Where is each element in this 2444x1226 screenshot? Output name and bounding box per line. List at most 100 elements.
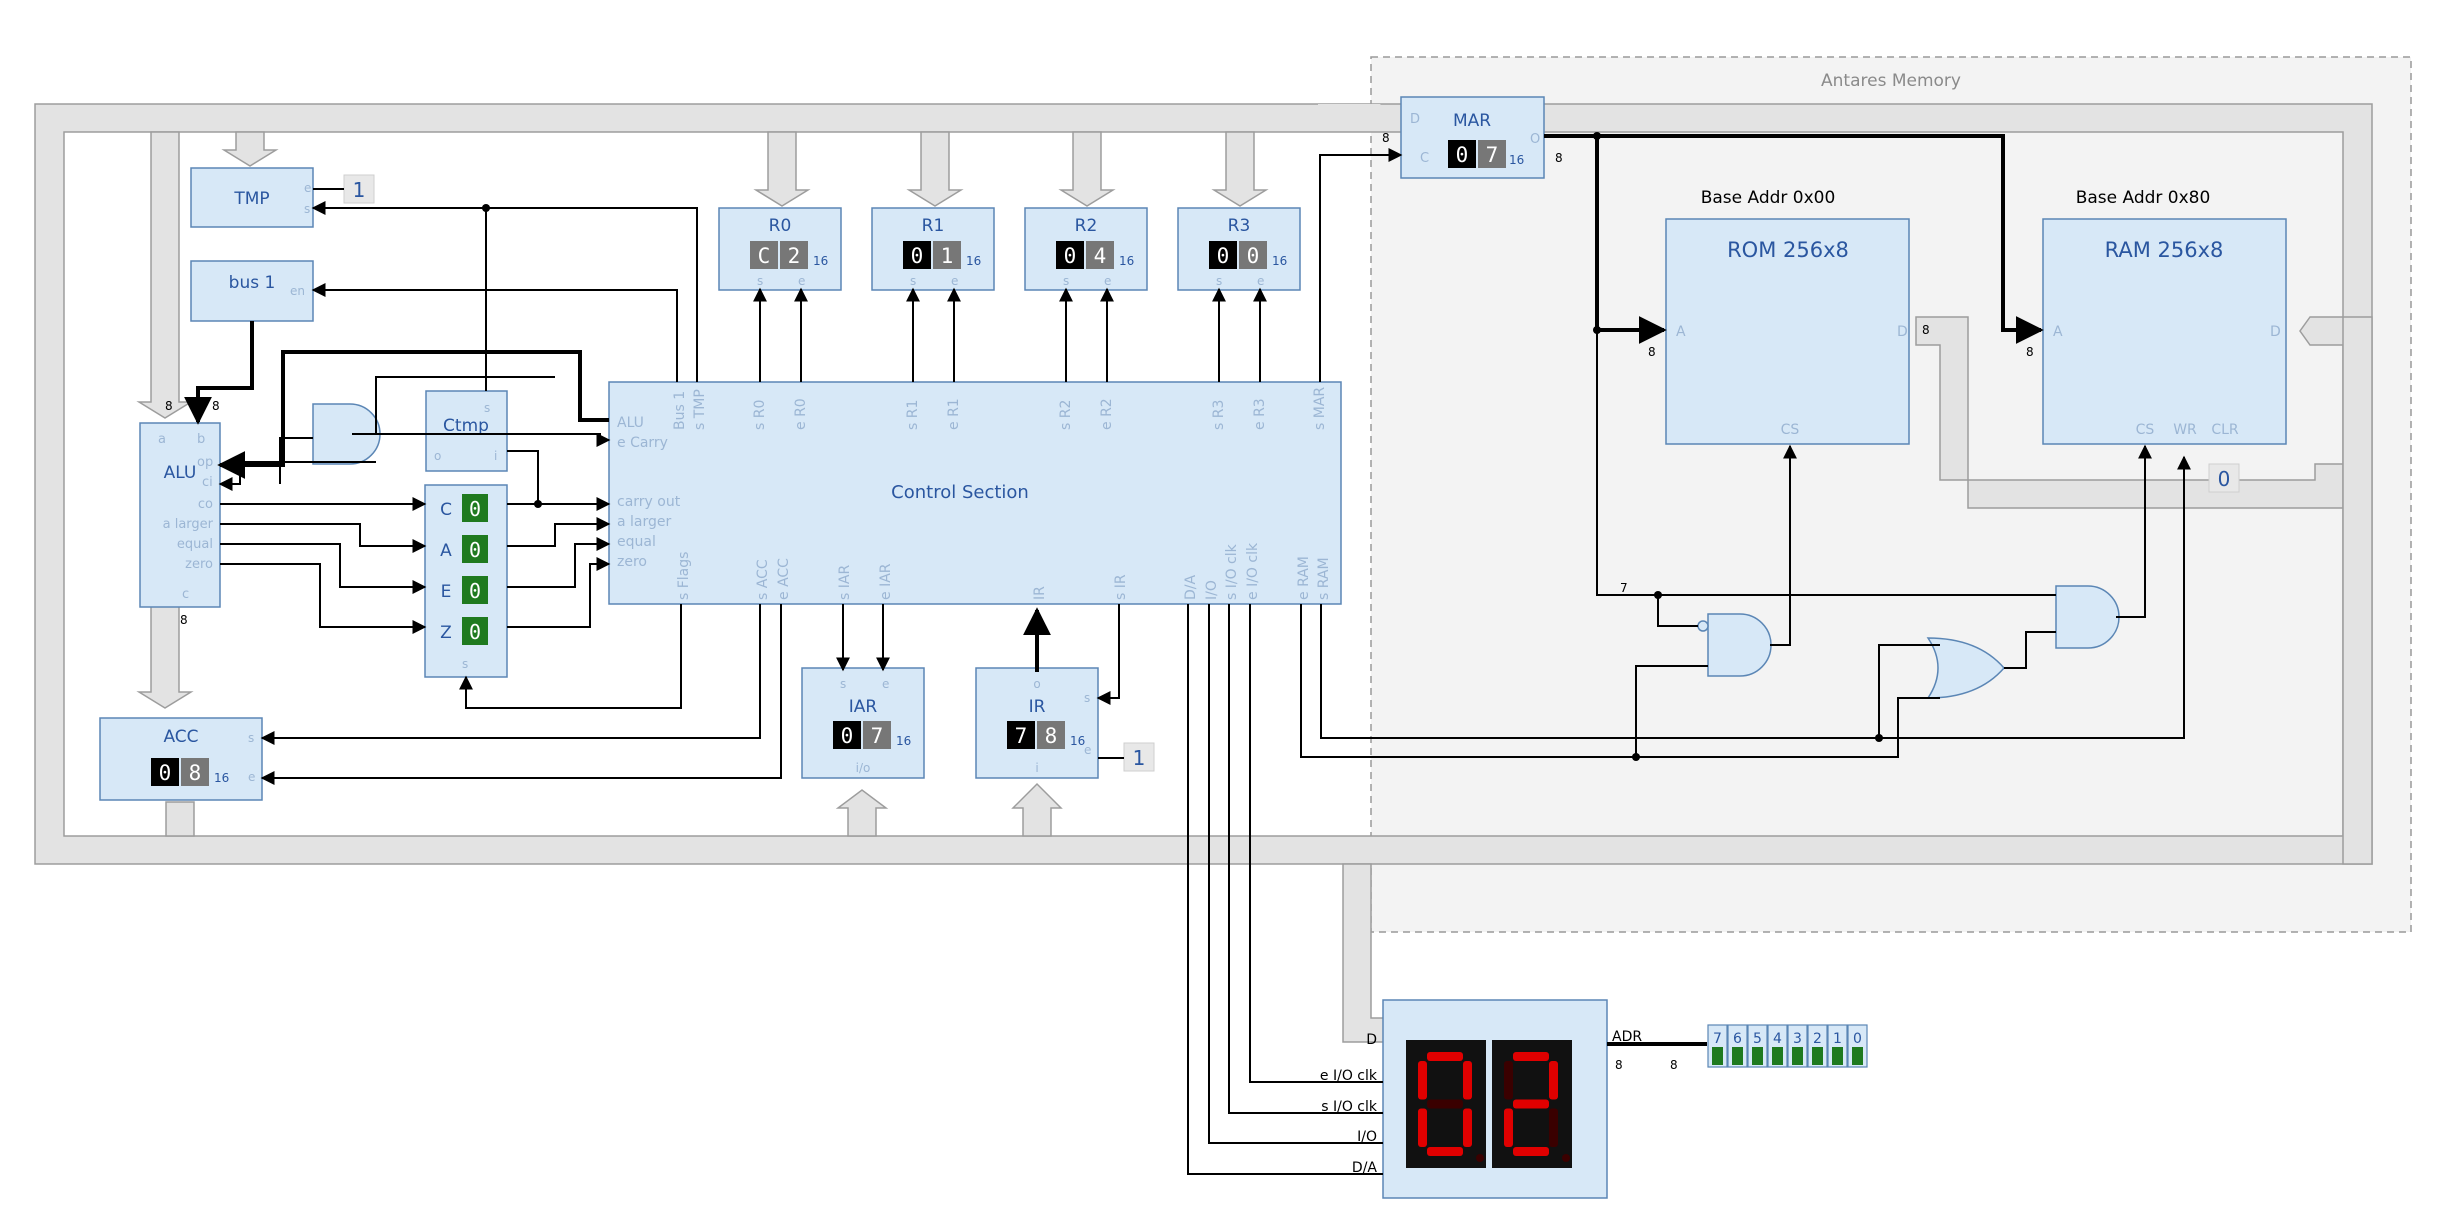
flag-box-e xyxy=(462,576,488,604)
width-rom-d: 8 xyxy=(1922,323,1930,337)
r1-base: 16 xyxy=(966,254,981,268)
io-display-block[interactable]: D e I/O clk s I/O clk I/O D/A ADR xyxy=(1320,999,1642,1199)
ir-label: IR xyxy=(1029,697,1046,717)
ram-block[interactable]: Base Addr 0x80 RAM 256x8 A D CS WR CLR xyxy=(2042,188,2287,445)
ir-pin-e: e xyxy=(1084,743,1091,757)
flag-box-a xyxy=(462,535,488,563)
r1-label: R1 xyxy=(922,216,945,236)
acc-digit-box-0 xyxy=(151,758,179,786)
ram-base-address: Base Addr 0x80 xyxy=(2076,188,2211,208)
digit-0-seg-e xyxy=(1418,1108,1427,1147)
width-adr-1: 8 xyxy=(1615,1058,1623,1072)
ram-label: RAM 256x8 xyxy=(2105,238,2224,262)
mar-pin-d: D xyxy=(1410,112,1420,127)
switch-bit-3[interactable]: 3 xyxy=(1787,1024,1808,1068)
flag-value-c: 0 xyxy=(469,497,481,521)
bus1-label: bus 1 xyxy=(229,273,276,293)
flag-label-c: C xyxy=(440,500,452,520)
rom-label: ROM 256x8 xyxy=(1727,238,1849,262)
tmp-register[interactable]: TMP e s xyxy=(190,167,314,228)
r2-digit-box-0 xyxy=(1056,241,1084,269)
flag-value-e: 0 xyxy=(469,579,481,603)
alu-label: ALU xyxy=(164,463,197,483)
ctl-top-2: s R0 xyxy=(752,400,768,430)
acc-pin-e: e xyxy=(248,770,255,784)
alu[interactable]: ALU a b op ci co a larger equal zero c xyxy=(139,422,221,608)
r2-digit-0: 0 xyxy=(1064,244,1077,268)
ir-enable-const[interactable]: 1 xyxy=(1123,742,1155,772)
ctl-top-7: e R2 xyxy=(1099,398,1115,430)
r1-digit-0: 0 xyxy=(911,244,924,268)
r3-base: 16 xyxy=(1272,254,1287,268)
switch-bit-5[interactable]: 5 xyxy=(1747,1024,1768,1068)
ctl-top-4: s R1 xyxy=(905,400,921,430)
ram-clr-value: 0 xyxy=(2218,467,2231,491)
digit-1-seg-d xyxy=(1513,1147,1549,1156)
digit-0-seg-c xyxy=(1463,1108,1472,1147)
switch-label-2: 2 xyxy=(1813,1031,1822,1047)
switch-bit-2[interactable]: 2 xyxy=(1807,1024,1828,1068)
switch-bit-1[interactable]: 1 xyxy=(1827,1024,1848,1068)
switch-bit-4[interactable]: 4 xyxy=(1767,1024,1788,1068)
iar-digit-1: 7 xyxy=(871,724,884,748)
r1-pin-s: s xyxy=(910,274,916,288)
ram-clr-const[interactable]: 0 xyxy=(2208,463,2240,493)
ram-pin-d: D xyxy=(2270,324,2281,340)
bus1-block[interactable]: bus 1 en xyxy=(190,260,314,322)
r1-pin-e: e xyxy=(951,274,958,288)
alu-pin-c: c xyxy=(182,587,189,602)
mar-register[interactable]: MAR D C O 0 7 16 xyxy=(1400,96,1545,179)
flags-pin-s: s xyxy=(462,657,468,671)
width-alu-b: 8 xyxy=(212,399,220,413)
bus-tap-r3 xyxy=(1211,131,1269,207)
bus-tap-r1 xyxy=(906,131,964,207)
ctmp-register[interactable]: Ctmp s o i xyxy=(425,390,508,472)
ctl-in-carry-out: carry out xyxy=(617,494,681,510)
digit-1-seg-b xyxy=(1549,1061,1558,1100)
switch-bit-6[interactable]: 6 xyxy=(1727,1024,1748,1068)
alu-pin-co: co xyxy=(198,497,213,512)
tmp-enable-const[interactable]: 1 xyxy=(343,174,375,204)
ir-enable-value: 1 xyxy=(1133,746,1146,770)
switch-knob-6 xyxy=(1732,1047,1743,1065)
io-in-d: D xyxy=(1366,1032,1377,1048)
flag-value-a: 0 xyxy=(469,538,481,562)
ctl-bottom-8: I/O xyxy=(1204,580,1220,600)
ir-pin-s: s xyxy=(1084,691,1090,705)
ctl-top-3: e R0 xyxy=(793,398,809,430)
r2-pin-s: s xyxy=(1063,274,1069,288)
rom-block[interactable]: Base Addr 0x00 ROM 256x8 A D CS xyxy=(1665,188,1910,445)
ir-digit-box-0 xyxy=(1007,721,1035,749)
r0-pin-s: s xyxy=(757,274,763,288)
ctl-bottom-11: e RAM xyxy=(1296,556,1312,600)
switch-knob-2 xyxy=(1812,1047,1823,1065)
width-mar-in: 8 xyxy=(1382,131,1390,145)
ctl-top-1: s TMP xyxy=(692,389,708,430)
bus-tap-alu-out xyxy=(136,605,194,709)
digit-0-dp xyxy=(1476,1154,1484,1162)
width-rom-a: 8 xyxy=(1648,345,1656,359)
r0-digit-0: C xyxy=(758,244,771,268)
switch-bit-0[interactable]: 0 xyxy=(1847,1024,1868,1068)
switch-bit-7[interactable]: 7 xyxy=(1707,1024,1728,1068)
ir-digit-0: 7 xyxy=(1015,724,1028,748)
acc-digit-1: 8 xyxy=(189,761,202,785)
bus-tap-r2 xyxy=(1058,131,1116,207)
ir-digit-box-1 xyxy=(1037,721,1065,749)
ctmp-pin-o: o xyxy=(434,449,441,463)
ctl-bottom-10: e I/O clk xyxy=(1245,542,1261,600)
width-adr-2: 8 xyxy=(1670,1058,1678,1072)
ir-pin-i: i xyxy=(1035,761,1038,775)
